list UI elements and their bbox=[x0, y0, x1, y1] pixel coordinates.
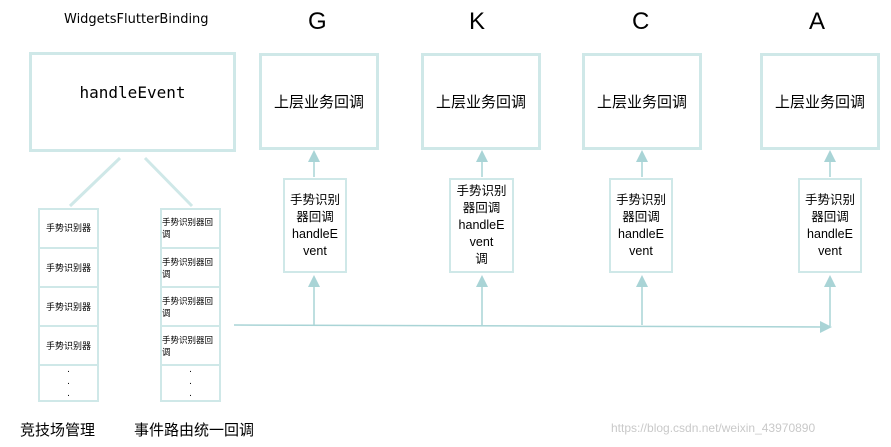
ellipsis-dot: · bbox=[66, 378, 71, 389]
routing-ellipsis: · · · bbox=[162, 364, 219, 402]
business-callback-label: 上层业务回调 bbox=[273, 93, 364, 111]
routing-item: 手势识别器回调 bbox=[162, 247, 219, 286]
handle-event-box: handleEvent bbox=[29, 52, 236, 152]
business-callback-label: 上层业务回调 bbox=[596, 93, 687, 111]
branch-line-arena bbox=[68, 156, 122, 208]
arena-item: 手势识别器 bbox=[40, 247, 97, 286]
recognizer-box-a: 手势识别 器回调 handleE vent bbox=[798, 178, 862, 273]
routing-stack: 手势识别器回调 手势识别器回调 手势识别器回调 手势识别器回调 · · · bbox=[160, 208, 221, 402]
routing-item: 手势识别器回调 bbox=[162, 286, 219, 325]
binding-title: WidgetsFlutterBinding bbox=[64, 12, 209, 27]
routing-label: 事件路由统一回调 bbox=[134, 421, 255, 439]
business-callback-label: 上层业务回调 bbox=[774, 93, 865, 111]
business-callback-box-a: 上层业务回调 bbox=[760, 53, 880, 150]
business-callback-box-g: 上层业务回调 bbox=[259, 53, 379, 150]
recognizer-label: 手势识别 器回调 handleE vent bbox=[289, 192, 340, 258]
arena-item: 手势识别器 bbox=[40, 325, 97, 364]
business-callback-label: 上层业务回调 bbox=[435, 93, 526, 111]
routing-item: 手势识别器回调 bbox=[162, 216, 214, 239]
arena-ellipsis: · · · bbox=[40, 364, 97, 402]
column-letter-c: C bbox=[632, 8, 650, 35]
routing-item: 手势识别器回调 bbox=[162, 325, 219, 364]
recognizer-box-g: 手势识别 器回调 handleE vent bbox=[283, 178, 347, 273]
recognizer-label: 手势识别 器回调 handleE vent 调 bbox=[456, 184, 507, 266]
dispatch-line bbox=[233, 320, 832, 333]
column-letter-g: G bbox=[308, 8, 327, 35]
ellipsis-dot: · bbox=[188, 390, 193, 401]
column-letter-a: A bbox=[809, 8, 826, 35]
ellipsis-dot: · bbox=[188, 366, 193, 377]
arena-stack: 手势识别器 手势识别器 手势识别器 手势识别器 · · · bbox=[38, 208, 99, 402]
ellipsis-dot: · bbox=[66, 366, 71, 377]
recognizer-box-k: 手势识别 器回调 handleE vent 调 bbox=[449, 178, 514, 273]
ellipsis-dot: · bbox=[188, 378, 193, 389]
business-callback-box-k: 上层业务回调 bbox=[421, 53, 541, 150]
ellipsis-dot: · bbox=[66, 390, 71, 401]
recognizer-box-c: 手势识别 器回调 handleE vent bbox=[609, 178, 673, 273]
recognizer-label: 手势识别 器回调 handleE vent bbox=[615, 192, 666, 258]
watermark: https://blog.csdn.net/weixin_43970890 bbox=[611, 421, 816, 435]
business-callback-box-c: 上层业务回调 bbox=[582, 53, 702, 150]
recognizer-label: 手势识别 器回调 handleE vent bbox=[804, 192, 855, 258]
branch-line-routing bbox=[143, 156, 194, 208]
arena-label: 竞技场管理 bbox=[20, 421, 96, 439]
column-letter-k: K bbox=[469, 8, 486, 35]
arena-item: 手势识别器 bbox=[45, 223, 91, 233]
arena-item: 手势识别器 bbox=[40, 286, 97, 325]
handle-event-label: handleEvent bbox=[79, 82, 186, 102]
